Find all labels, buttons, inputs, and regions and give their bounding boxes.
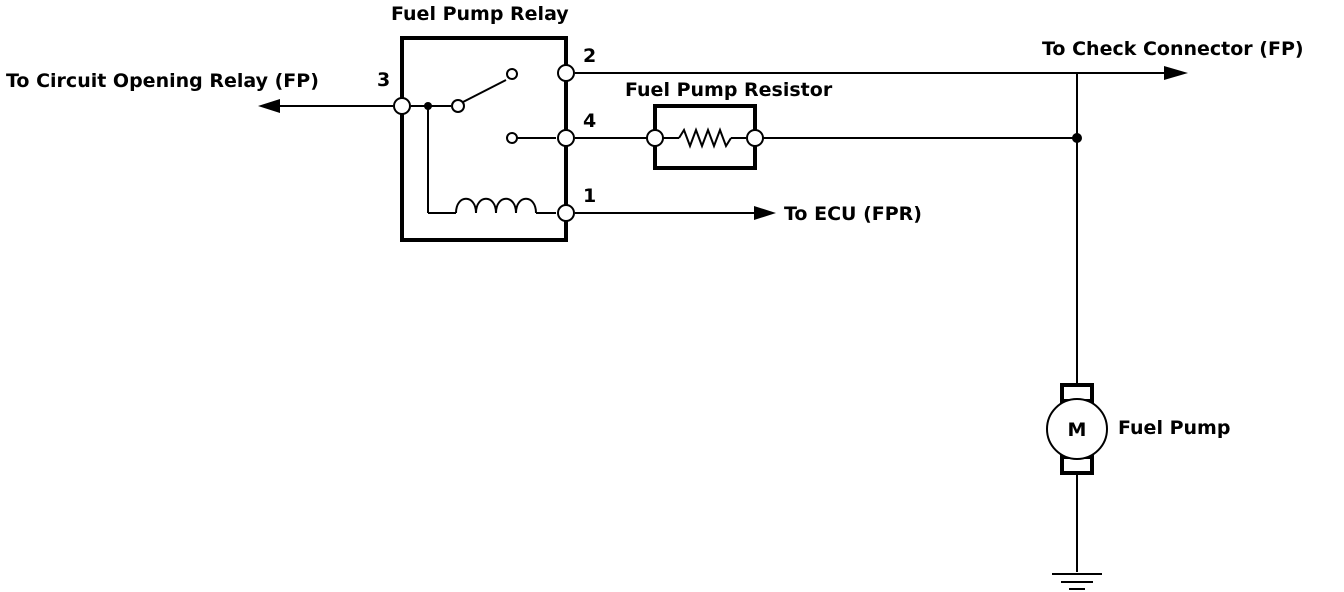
to-check-connector-label: To Check Connector (FP) [1042, 38, 1304, 60]
resistor-icon [678, 127, 732, 149]
resistor-terminal-left [646, 129, 664, 147]
relay-terminal-2 [557, 64, 575, 82]
switch-contact-upper [506, 68, 518, 80]
arrow-icon [754, 206, 776, 220]
pin-3-label: 3 [377, 69, 390, 91]
ground-icon [1052, 573, 1102, 590]
arrow-icon [1164, 66, 1188, 80]
switch-pivot [451, 99, 465, 113]
junction-dot [1072, 133, 1082, 143]
to-circuit-opening-relay-label: To Circuit Opening Relay (FP) [6, 70, 319, 92]
fuel-pump-label: Fuel Pump [1118, 417, 1230, 439]
relay-terminal-1 [557, 204, 575, 222]
switch-icon [462, 79, 507, 103]
motor-letter: M [1068, 419, 1087, 441]
resistor-terminal-right [746, 129, 764, 147]
motor-icon [1046, 383, 1108, 475]
coil-icon [455, 197, 537, 214]
relay-terminal-3 [393, 97, 411, 115]
to-ecu-label: To ECU (FPR) [784, 203, 922, 225]
arrow-icon [258, 99, 280, 113]
relay-terminal-4 [557, 129, 575, 147]
pin-2-label: 2 [583, 45, 596, 67]
relay-title: Fuel Pump Relay [391, 3, 569, 25]
pin-1-label: 1 [583, 185, 596, 207]
switch-contact-lower [506, 132, 518, 144]
pin-4-label: 4 [583, 110, 596, 132]
fuel-pump-resistor-label: Fuel Pump Resistor [625, 79, 833, 101]
